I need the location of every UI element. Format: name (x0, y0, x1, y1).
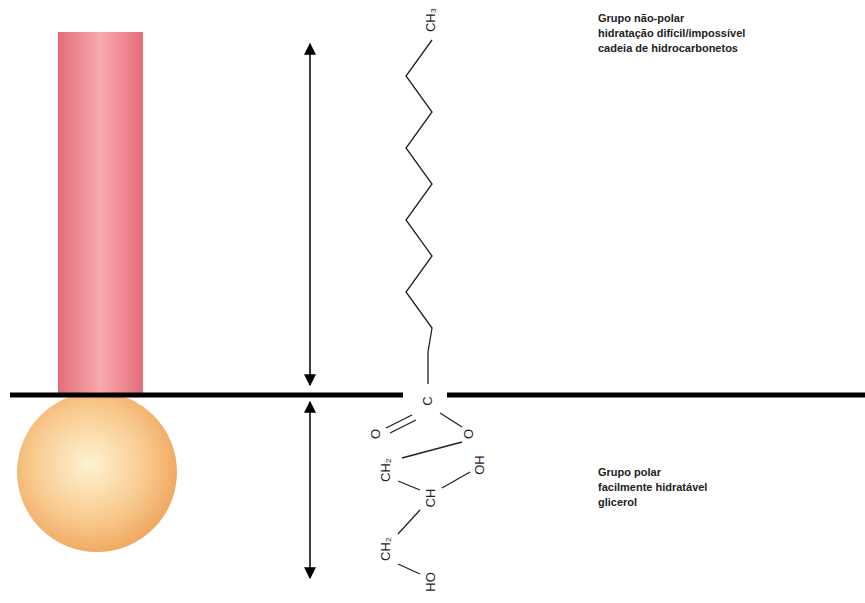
atom-label: O (369, 428, 383, 440)
atom-label: CH (424, 488, 438, 509)
atom-label: CH₂ (379, 536, 393, 562)
span-arrow (309, 402, 311, 578)
interface-line (10, 393, 403, 398)
interface-line (447, 393, 865, 398)
head-sphere (17, 392, 177, 552)
span-arrow (309, 44, 311, 385)
side-note: Grupo não-polar (598, 12, 684, 25)
chemical-bonds (386, 40, 470, 574)
atom-label: HO (424, 571, 438, 593)
atom-label: CH₃ (424, 7, 438, 33)
side-note: cadeia de hidrocarbonetos (598, 42, 738, 55)
atom-label: OH (473, 454, 487, 476)
side-note: glicerol (598, 496, 637, 509)
atom-label: C (421, 395, 435, 406)
side-note: facilmente hidratável (598, 481, 707, 494)
side-note: Grupo polar (598, 466, 661, 479)
atom-label: O (462, 428, 476, 440)
atom-label: CH₂ (379, 457, 393, 483)
side-note: hidratação difícil/impossível (598, 27, 745, 40)
tail-cylinder (58, 32, 143, 394)
